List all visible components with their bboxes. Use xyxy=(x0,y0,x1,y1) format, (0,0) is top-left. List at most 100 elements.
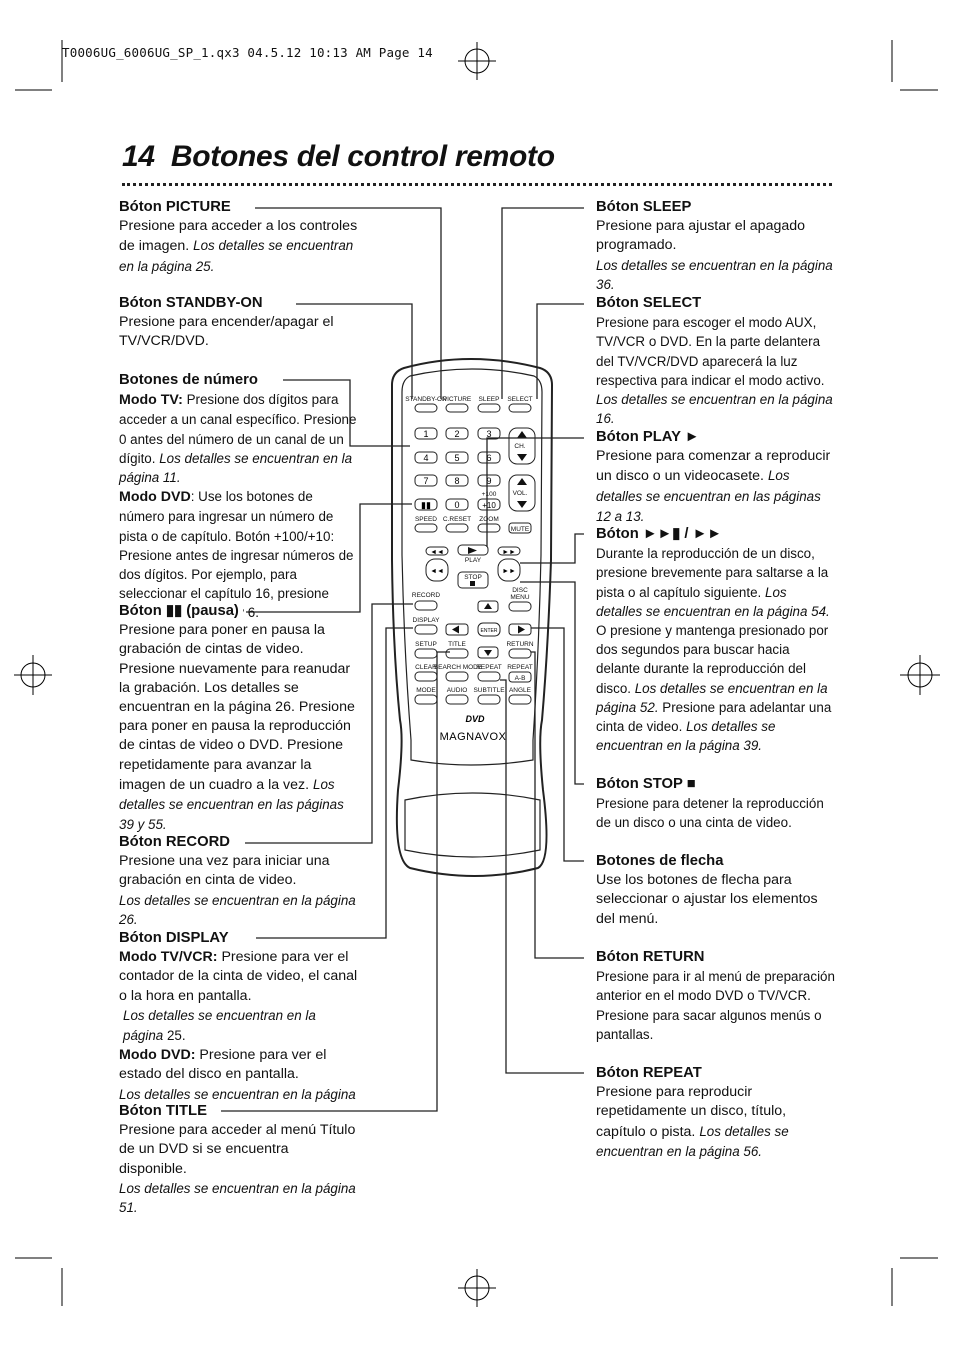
arrows-heading: Botones de flecha xyxy=(596,852,728,872)
zoom-label: ZOOM xyxy=(479,516,499,523)
repeat-label: REPEAT xyxy=(476,664,502,671)
picture-ref: Los detalles se encuentran en la página … xyxy=(119,238,354,274)
skip-text-2: O presione y mantenga presionado por dos… xyxy=(596,623,829,696)
display-dvd-text: Presione para ver el estado del disco en… xyxy=(119,1047,327,1083)
select-button-block: Bóton SELECT Presione para escoger el mo… xyxy=(596,294,836,428)
prev-skip-icon: ◄◄ xyxy=(430,549,444,556)
numbers-heading: Botones de número xyxy=(119,371,262,391)
callout-lines xyxy=(221,207,584,1112)
return-text: Presione para ir al menú de preparación … xyxy=(596,969,835,1042)
vol-label: VOL. xyxy=(513,490,528,497)
skip-heading: Bóton ►►▮ / ►► xyxy=(596,525,726,545)
standby-heading: Bóton STANDBY-ON xyxy=(119,294,267,314)
return-heading: Bóton RETURN xyxy=(596,948,709,968)
clear-label: CLEAR xyxy=(415,664,437,671)
display-tv-label: Modo TV/VCR: xyxy=(119,949,218,966)
play-heading: Bóton PLAY ► xyxy=(596,428,704,448)
arrows-text: Use los botones de flecha para seleccion… xyxy=(596,872,818,927)
record-heading: Bóton RECORD xyxy=(119,833,234,853)
display-button-block: Bóton DISPLAY Modo TV/VCR: Presione para… xyxy=(119,929,359,1123)
picture-heading: Bóton PICTURE xyxy=(119,198,235,218)
stop-icon xyxy=(470,581,475,586)
dotted-rule xyxy=(122,183,832,186)
ch-label: CH. xyxy=(514,443,525,450)
menu-label: MENU xyxy=(510,594,529,601)
skip-ref: Los detalles se encuentran en la página … xyxy=(596,584,830,619)
stop-heading: Bóton STOP ■ xyxy=(596,775,700,795)
return-button-block: Bóton RETURN Presione para ir al menú de… xyxy=(596,948,836,1044)
play-label: PLAY xyxy=(465,557,482,564)
setup-label: SETUP xyxy=(415,641,437,648)
standby-button-block: Bóton STANDBY-ON Presione para encender/… xyxy=(119,294,359,352)
digit-4: 4 xyxy=(423,453,428,463)
rewind-icon: ◄◄ xyxy=(430,568,444,575)
sleep-text: Presione para ajustar el apagado program… xyxy=(596,218,806,254)
display-tv-ref-num: 25. xyxy=(163,1028,186,1044)
plus100-label: +100 xyxy=(482,491,497,498)
title-ref: Los detalles se encuentran en la página … xyxy=(119,1180,356,1216)
plus10-key-label: +10 xyxy=(482,501,496,510)
title-heading: Bóton TITLE xyxy=(119,1102,211,1122)
remote-control: STANDBY-ON PICTURE SLEEP SELECT 1 2 3 4 … xyxy=(391,358,554,877)
speed-label: SPEED xyxy=(415,516,437,523)
numbers-tv-text: Presione dos dígitos para acceder a un c… xyxy=(119,392,357,466)
disc-label: DISC xyxy=(512,587,528,594)
record-text: Presione una vez para iniciar una grabac… xyxy=(119,853,330,889)
crop-marks xyxy=(14,40,940,1307)
page-number: 14 xyxy=(122,140,155,173)
play-ref: Los detalles se encuentran en las página… xyxy=(596,468,821,524)
skip-text-3: Presione para adelantar una cinta de vid… xyxy=(596,699,832,735)
search-mode-label: SEARCH MODE xyxy=(434,664,483,671)
repeat-heading: Bóton REPEAT xyxy=(596,1064,706,1084)
return-label: RETURN xyxy=(506,641,533,648)
pause-button-block: Bóton ▮▮ (pausa) Presione para poner en … xyxy=(119,602,359,835)
select-text: Presione para escoger el modo AUX, TV/VC… xyxy=(596,315,825,388)
display-tv-ref: Los detalles se encuentran en la página xyxy=(123,1007,316,1044)
mute-label: MUTE xyxy=(511,526,530,533)
sleep-heading: Bóton SLEEP xyxy=(596,198,696,218)
enter-label: ENTER xyxy=(481,628,498,634)
display-heading: Bóton DISPLAY xyxy=(119,929,233,949)
select-heading: Bóton SELECT xyxy=(596,294,706,314)
repeat-ab-label: REPEAT xyxy=(507,664,533,671)
pause-heading: Bóton ▮▮ (pausa) xyxy=(119,602,243,622)
skip-text: Durante la reproducción de un disco, pre… xyxy=(596,546,829,600)
skip-ref-2: Los detalles se encuentran en la página … xyxy=(596,680,828,715)
digit-1: 1 xyxy=(423,429,428,439)
numbers-tv-ref: Los detalles se encuentran en la página … xyxy=(119,450,353,486)
digit-9: 9 xyxy=(486,476,491,486)
dvd-logo: DVD xyxy=(465,714,485,724)
sleep-button-block: Bóton SLEEP Presione para ajustar el apa… xyxy=(596,198,836,294)
select-key-label: SELECT xyxy=(507,396,532,403)
repeat-text: Presione para reproducir repetidamente u… xyxy=(596,1084,787,1140)
skip-ref-3: Los detalles se encuentran en la página … xyxy=(596,719,776,754)
numbers-dvd-text: : Use los botones de número para ingresa… xyxy=(119,489,354,621)
repeat-button-block: Bóton REPEAT Presione para reproducir re… xyxy=(596,1064,836,1162)
digit-6: 6 xyxy=(486,453,491,463)
title-label: TITLE xyxy=(448,641,466,648)
pause-text: Presione para poner en pausa la grabació… xyxy=(119,622,355,793)
numbers-dvd-label: Modo DVD xyxy=(119,489,191,506)
digit-7: 7 xyxy=(423,476,428,486)
print-job-header: T0006UG_6006UG_SP_1.qx3 04.5.12 10:13 AM… xyxy=(62,45,433,60)
sleep-key-label: SLEEP xyxy=(479,396,500,403)
title-text: Presione para acceder al menú Título de … xyxy=(119,1122,356,1177)
repeat-ref: Los detalles se encuentran en la página … xyxy=(596,1123,789,1159)
digit-8: 8 xyxy=(454,476,459,486)
angle-label: ANGLE xyxy=(509,687,532,694)
pause-glyph: ▮▮ xyxy=(421,500,431,510)
stop-label: STOP xyxy=(464,574,482,581)
page-title-text: Botones del control remoto xyxy=(170,140,555,173)
brand-logo: MAGNAVOX xyxy=(440,731,507,743)
record-label: RECORD xyxy=(412,592,440,599)
display-tv-text: Presione para ver el contador de la cint… xyxy=(119,949,358,1004)
digit-0: 0 xyxy=(454,500,459,510)
record-button-block: Bóton RECORD Presione una vez para inici… xyxy=(119,833,359,929)
select-ref: Los detalles se encuentran en la página … xyxy=(596,392,833,427)
record-ref: Los detalles se encuentran en la página … xyxy=(119,892,356,927)
standby-key-label: STANDBY-ON xyxy=(405,396,447,403)
picture-text: Presione para acceder a los controles de… xyxy=(119,218,358,255)
title-button-block: Bóton TITLE Presione para acceder al men… xyxy=(119,1102,359,1217)
picture-key-label: PICTURE xyxy=(443,396,472,403)
